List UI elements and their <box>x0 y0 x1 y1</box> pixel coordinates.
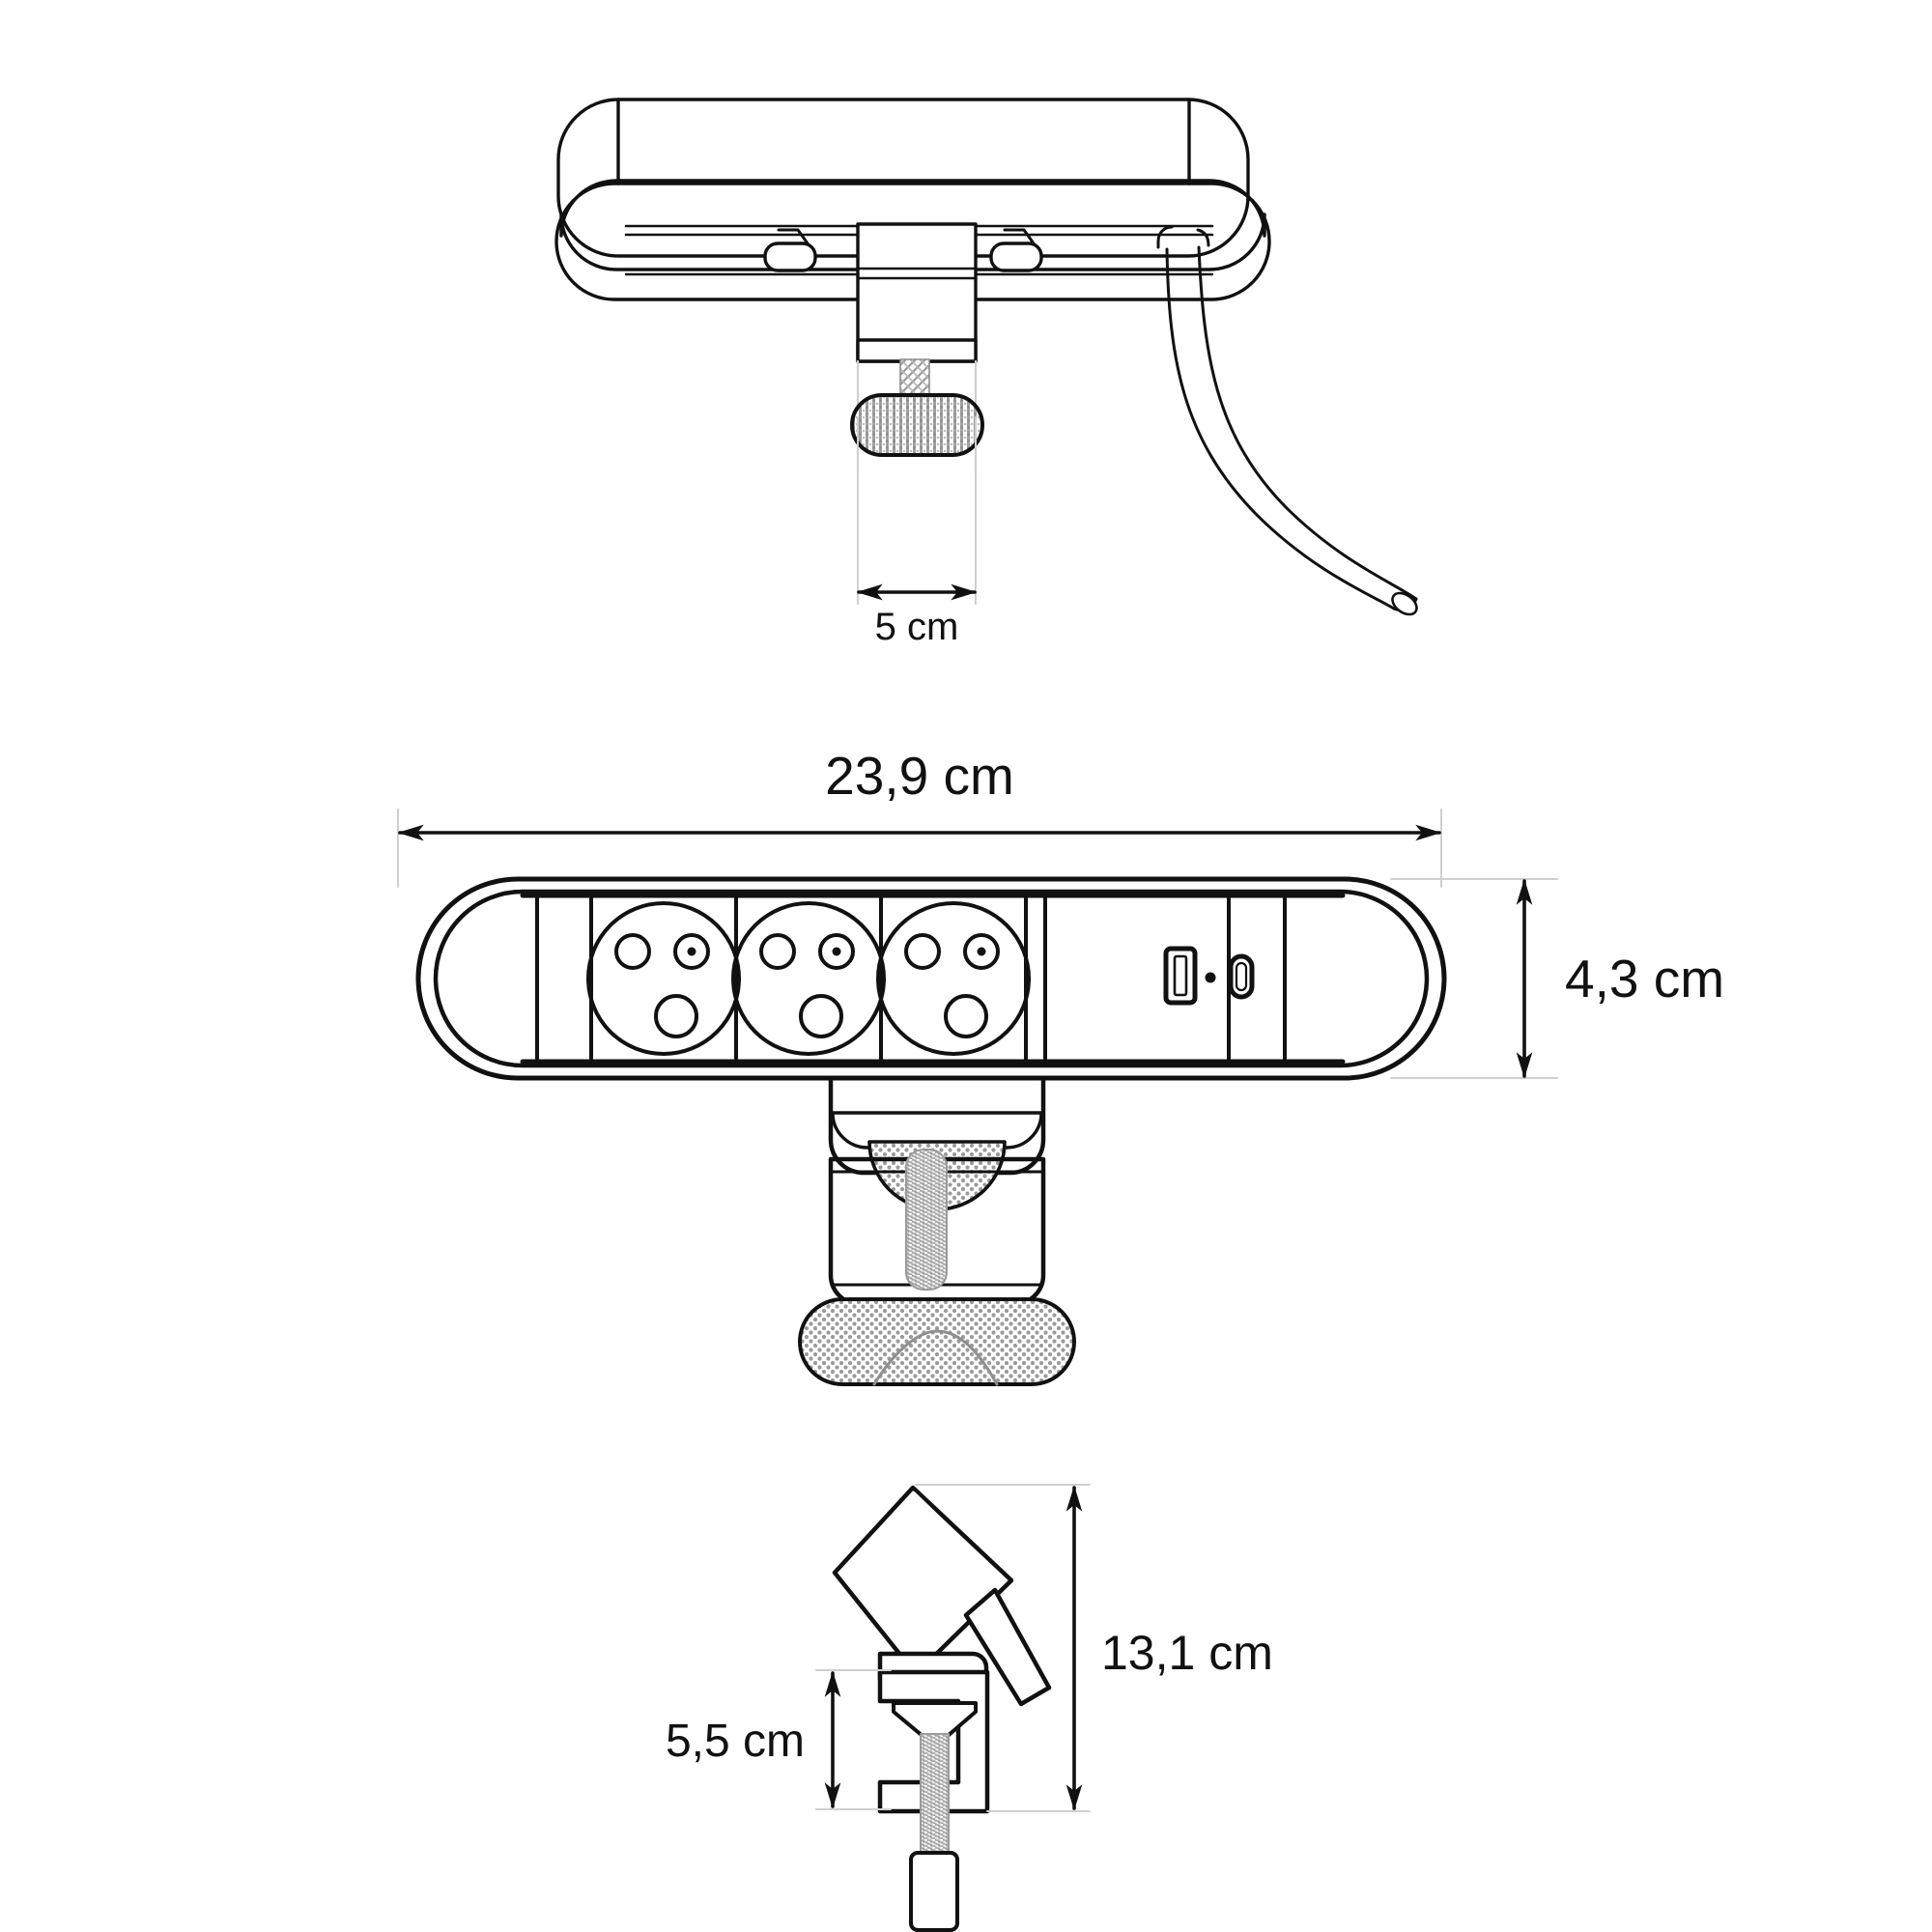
side-view-group <box>815 1484 1091 1932</box>
dimension-label-total-height: 13,1 cm <box>1101 1626 1273 1680</box>
side-mount-arm <box>963 1587 1052 1707</box>
dimension-total-height <box>915 1484 1091 1812</box>
usb-c-port <box>1228 953 1255 1000</box>
power-cable <box>1156 225 1418 616</box>
clip-right <box>989 228 1043 272</box>
usb-a-port <box>1163 946 1198 1006</box>
dimension-clamp-opening <box>815 1669 892 1810</box>
dimension-label-clamp-opening: 5,5 cm <box>666 1716 805 1767</box>
dimension-body-height <box>1390 878 1558 1079</box>
clip-left <box>763 228 817 272</box>
front-body-outer-shell <box>415 876 1447 1081</box>
dimension-label-body-height: 4,3 cm <box>1565 949 1724 1009</box>
dimension-clamp-width <box>856 416 978 605</box>
screw-shank-top-view <box>899 358 930 399</box>
front-body-inner-shell <box>433 889 1430 1068</box>
side-screw-knob <box>909 1851 959 1932</box>
front-view-group <box>397 809 1558 1386</box>
screw-knob-top-view <box>850 393 984 457</box>
body-top-surface <box>556 98 1250 258</box>
body-lower-outline <box>554 182 1271 301</box>
clamp-arm-top-view <box>856 222 978 473</box>
socket-2 <box>731 901 886 1056</box>
socket-1 <box>586 901 741 1056</box>
side-screw-thread <box>920 1733 950 1858</box>
socket-3 <box>876 901 1031 1056</box>
dimension-body-length <box>397 809 1442 888</box>
dimension-label-clamp-width: 5 cm <box>875 606 959 648</box>
front-clamp-pad <box>798 1297 1076 1386</box>
dimension-label-body-length: 23,9 cm <box>825 746 1014 806</box>
front-clamp-screw <box>905 1149 948 1291</box>
front-clamp-block <box>798 1075 1076 1386</box>
top-view-group <box>554 98 1418 616</box>
led-indicator <box>1205 972 1216 983</box>
